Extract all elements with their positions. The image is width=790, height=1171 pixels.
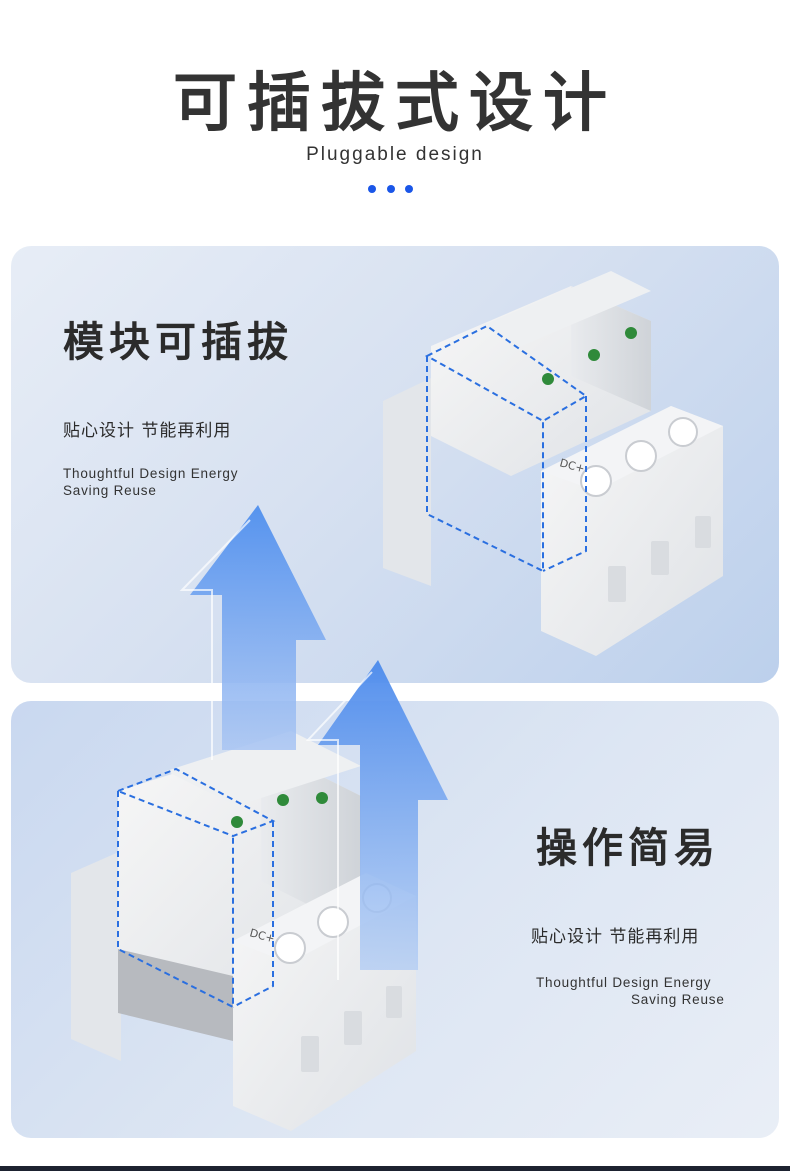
dot-3 — [405, 185, 413, 193]
page-header: 可插拔式设计 Pluggable design — [0, 0, 790, 240]
page-subtitle: Pluggable design — [306, 144, 484, 165]
panel-top-en-line-1: Thoughtful Design Energy — [63, 466, 239, 481]
surge-protector-image-top: DC+ — [383, 271, 723, 656]
panel-top-en-line-2: Saving Reuse — [63, 483, 157, 498]
panel-top-cn-text: 贴心设计 节能再利用 — [63, 421, 232, 441]
bottom-bar — [0, 1166, 790, 1171]
panel-bottom-cn-text: 贴心设计 节能再利用 — [531, 927, 700, 947]
panel-bottom-en-line-2: Saving Reuse — [631, 992, 725, 1007]
decorative-dots — [368, 185, 428, 195]
panel-top-heading: 模块可插拔 — [63, 318, 293, 366]
polarity-label-top: DC+ — [558, 456, 586, 475]
module-outline-icon — [424, 324, 588, 573]
arrow-up-icon — [179, 505, 326, 760]
panel-bottom-heading: 操作简易 — [536, 824, 720, 872]
feature-panel-top: DC+ 模块可插拔 贴心设计 节能再利用 Thoughtful Design E… — [11, 246, 779, 683]
module-outline-icon — [115, 767, 276, 1009]
dot-1 — [368, 185, 376, 193]
arrow-up-icon — [305, 660, 448, 980]
polarity-label-bottom: DC+ — [248, 926, 276, 945]
panel-bottom-en-line-1: Thoughtful Design Energy — [536, 975, 712, 990]
dot-2 — [387, 185, 395, 193]
page-title: 可插拔式设计 — [173, 67, 617, 141]
